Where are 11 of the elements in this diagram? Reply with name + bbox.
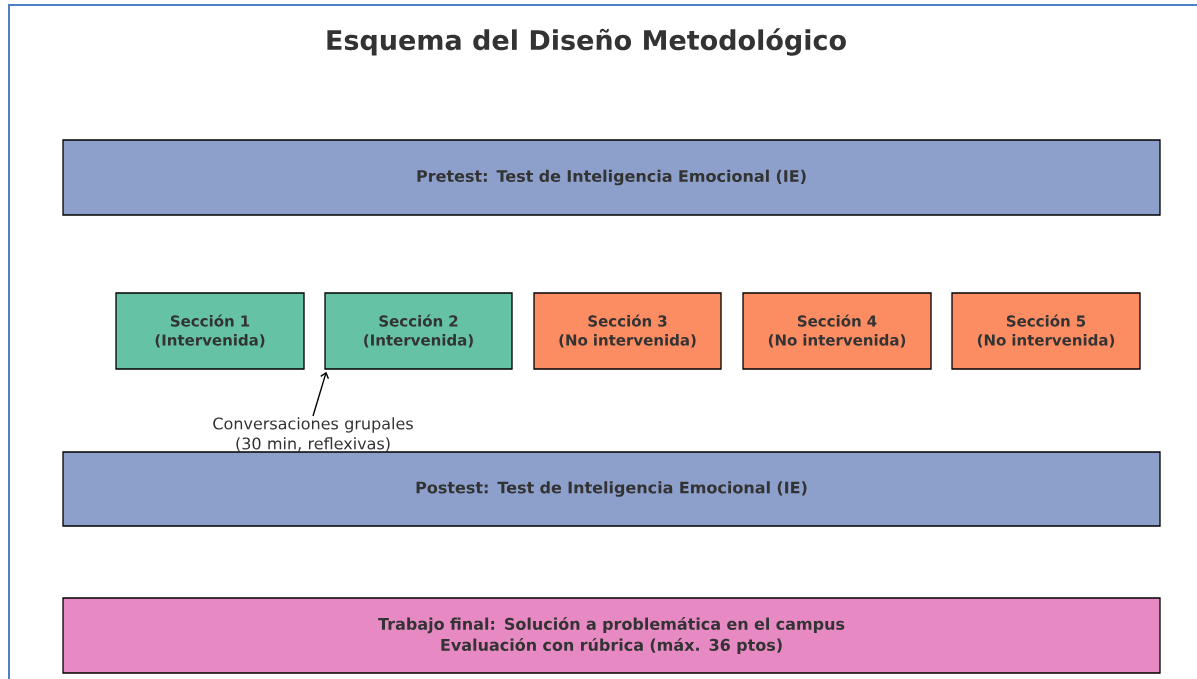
section-box: Sección 1 (Intervenida) (115, 292, 305, 370)
section-box: Sección 3 (No intervenida) (533, 292, 722, 370)
section-box: Sección 2 (Intervenida) (324, 292, 513, 370)
stage-box: Postest: Test de Inteligencia Emocional (IE) (62, 451, 1161, 527)
section-box: Sección 5 (No intervenida) (951, 292, 1141, 370)
section-box: Sección 4 (No intervenida) (742, 292, 932, 370)
arrow (312, 371, 330, 417)
stage-box: Pretest: Test de Inteligencia Emocional (IE) (62, 139, 1161, 216)
diagram-title: Esquema del Diseño Metodológico (327, 28, 846, 56)
stage-box: Trabajo final: Solución a problemática en el campus Evaluación con rúbrica (máx. 36 ptos) (62, 597, 1161, 674)
annotation-text: Conversaciones grupales (30 min, reflexivas) (213, 417, 413, 452)
